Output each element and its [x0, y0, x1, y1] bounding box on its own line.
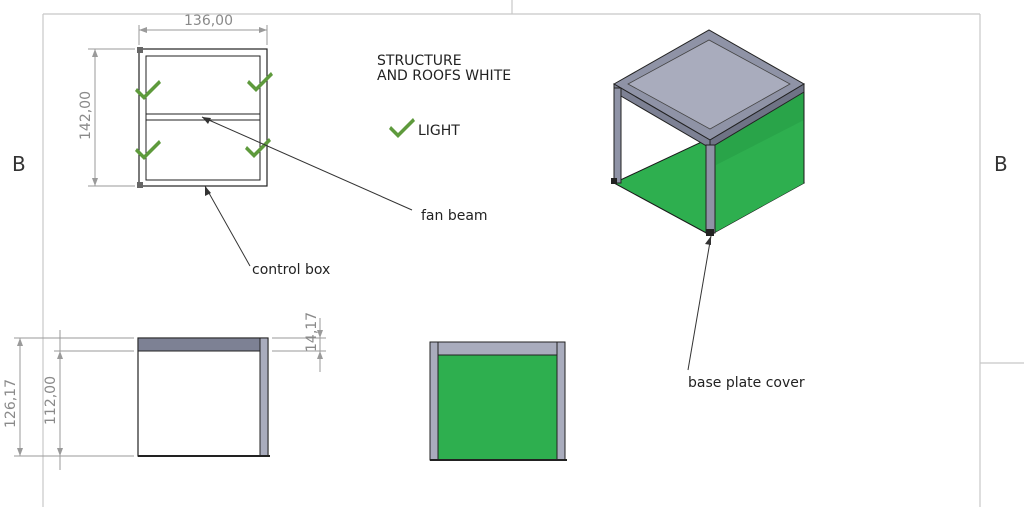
check-mark-icon: [245, 138, 271, 158]
control-box-callout: control box: [252, 262, 330, 278]
dimension-front-inner-height-value: 112,00: [43, 376, 59, 425]
zone-label-left: B: [12, 152, 26, 176]
front-view-left: 126,17 112,00 14,17: [3, 312, 326, 470]
front-green-post-left: [429, 341, 439, 461]
fan-beam-callout: fan beam: [421, 208, 488, 224]
control-box-leader: [204, 185, 251, 267]
post-corner-base: [706, 229, 714, 236]
front-green-panel: [438, 355, 557, 460]
roof-inner: [627, 39, 791, 130]
front-view-right: [429, 341, 567, 461]
dimension-front-inner-height: 112,00: [43, 330, 134, 470]
check-mark-icon: [135, 140, 161, 160]
corner-post: [137, 182, 143, 188]
check-mark-icon: [247, 72, 273, 92]
base-plate-leader: [687, 235, 712, 371]
dimension-roof-thickness-value: 14,17: [304, 312, 320, 352]
post-corner-base: [611, 178, 617, 184]
post-left: [613, 87, 622, 184]
post-front: [705, 144, 716, 234]
structure-note-line1: STRUCTURE: [377, 53, 462, 69]
light-note: LIGHT: [418, 123, 460, 139]
check-mark-icon: [135, 80, 161, 100]
top-view-inner-frame: [145, 55, 261, 181]
dimension-roof-thickness: 14,17: [272, 312, 326, 372]
zone-label-right: B: [994, 152, 1008, 176]
right-green-panel-shade: [716, 88, 804, 165]
isometric-view: [611, 29, 806, 236]
front-view-roof: [137, 337, 269, 352]
dimension-top-height-value: 142,00: [78, 91, 94, 140]
fan-beam-leader: [201, 116, 413, 211]
dimension-front-total-height-value: 126,17: [3, 379, 19, 428]
dimension-top-height: 142,00: [78, 48, 135, 187]
top-view: 136,00 142,00: [78, 13, 273, 188]
base-plate-cover-callout: base plate cover: [688, 375, 805, 391]
light-check-icon: [389, 118, 415, 138]
front-view-post: [259, 337, 269, 457]
front-green-roof: [437, 341, 559, 356]
structure-note-line2: AND ROOFS WHITE: [377, 68, 511, 84]
sheet-border: [42, 0, 1024, 507]
corner-post: [137, 47, 143, 53]
dimension-top-width-value: 136,00: [184, 13, 233, 29]
dimension-top-width: 136,00: [138, 13, 268, 45]
dimension-front-total-height: 126,17: [3, 337, 134, 457]
front-green-post-right: [556, 341, 566, 461]
front-view-frame: [137, 337, 269, 457]
